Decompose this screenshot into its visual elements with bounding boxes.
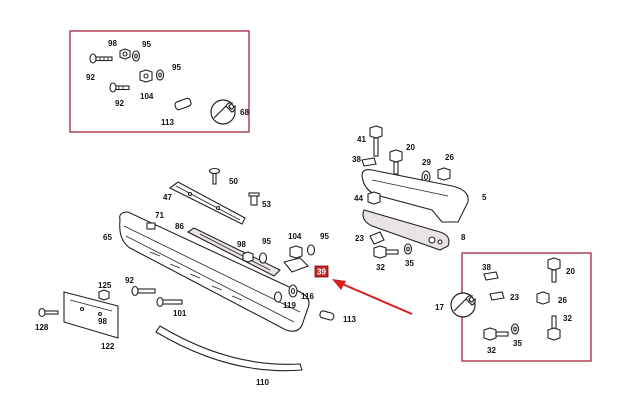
label-98: 98	[237, 240, 246, 249]
label-20: 20	[406, 143, 415, 152]
label-101: 101	[173, 309, 187, 318]
bolt-32c	[547, 315, 561, 341]
nut-98	[119, 48, 131, 60]
sleeve-113b	[319, 310, 335, 321]
label-47: 47	[163, 193, 172, 202]
washer-35b	[510, 323, 520, 335]
pointer-arrow	[332, 279, 413, 315]
label-95: 95	[262, 237, 271, 246]
bracket-8	[362, 209, 450, 251]
bolt-92	[89, 53, 113, 64]
label-98: 98	[98, 317, 107, 326]
wrench-icon	[450, 292, 476, 318]
clip-38	[361, 157, 377, 167]
label-119: 119	[283, 301, 296, 310]
nut-104b	[289, 245, 303, 259]
screw-50	[208, 167, 221, 185]
label-53: 53	[262, 200, 271, 209]
label-104: 104	[288, 232, 302, 241]
bolt-20b	[547, 257, 561, 283]
label-23: 23	[355, 234, 364, 243]
clip-53	[248, 192, 260, 206]
label-110: 110	[256, 378, 269, 387]
plate-122	[63, 291, 119, 339]
washer-119	[273, 291, 283, 303]
clip-23b	[489, 291, 505, 301]
bolt-101	[156, 296, 183, 308]
bolt-20	[389, 149, 403, 175]
bolt-92c	[131, 285, 156, 297]
label-32: 32	[376, 263, 385, 272]
label-26: 26	[558, 296, 567, 305]
bolt-41	[369, 125, 383, 157]
nut-104	[139, 69, 153, 83]
label-5: 5	[482, 193, 487, 202]
bracket-5	[361, 169, 469, 223]
label-95: 95	[172, 63, 181, 72]
washer-116	[288, 284, 298, 298]
label-41: 41	[357, 135, 366, 144]
label-86: 86	[175, 222, 184, 231]
washer-95b	[155, 69, 165, 81]
bolt-32b	[483, 327, 509, 341]
label-38: 38	[482, 263, 491, 272]
label-104: 104	[140, 92, 154, 101]
label-71: 71	[155, 211, 164, 220]
bracket-47	[168, 181, 246, 225]
part-39	[283, 257, 309, 273]
label-20: 20	[566, 267, 575, 276]
label-116: 116	[301, 292, 314, 301]
clip-38b	[483, 271, 499, 281]
bolt-92b	[109, 82, 130, 93]
nut-44	[367, 191, 381, 205]
clip-23	[369, 231, 385, 245]
washer-95	[131, 50, 141, 62]
label-50: 50	[229, 177, 238, 186]
screw-128	[38, 307, 59, 318]
label-26: 26	[445, 153, 454, 162]
label-122: 122	[101, 342, 115, 351]
label-125: 125	[98, 281, 112, 290]
moulding-110	[155, 325, 303, 372]
label-113: 113	[161, 118, 174, 127]
highlight-badge[interactable]	[314, 265, 329, 278]
label-17: 17	[435, 303, 444, 312]
label-38: 38	[352, 155, 361, 164]
label-32: 32	[487, 346, 496, 355]
label-44: 44	[354, 194, 363, 203]
bolt-32	[373, 245, 399, 259]
nut-26	[437, 167, 451, 181]
wrench-icon	[210, 99, 236, 125]
nut-26b	[536, 291, 550, 305]
label-68: 68	[240, 108, 249, 117]
nut-98b	[242, 251, 254, 263]
bumper-65	[119, 211, 310, 332]
label-23: 23	[510, 293, 519, 302]
washer-95d	[306, 244, 316, 256]
washer-35	[403, 243, 413, 255]
clip-71	[146, 222, 156, 230]
label-92: 92	[125, 276, 134, 285]
label-92: 92	[86, 73, 95, 82]
label-98: 98	[108, 39, 117, 48]
label-29: 29	[422, 158, 431, 167]
label-92: 92	[115, 99, 124, 108]
label-65: 65	[103, 233, 112, 242]
label-95: 95	[320, 232, 329, 241]
sleeve-113	[174, 97, 192, 111]
inset-box-top-left	[69, 30, 250, 133]
label-113: 113	[343, 315, 356, 324]
label-128: 128	[35, 323, 49, 332]
nut-125	[98, 289, 110, 301]
washer-95c	[258, 252, 268, 264]
label-95: 95	[142, 40, 151, 49]
label-32: 32	[563, 314, 572, 323]
label-35: 35	[513, 339, 522, 348]
label-8: 8	[461, 233, 466, 242]
label-39-highlighted[interactable]: 39	[317, 268, 326, 277]
label-35: 35	[405, 259, 414, 268]
